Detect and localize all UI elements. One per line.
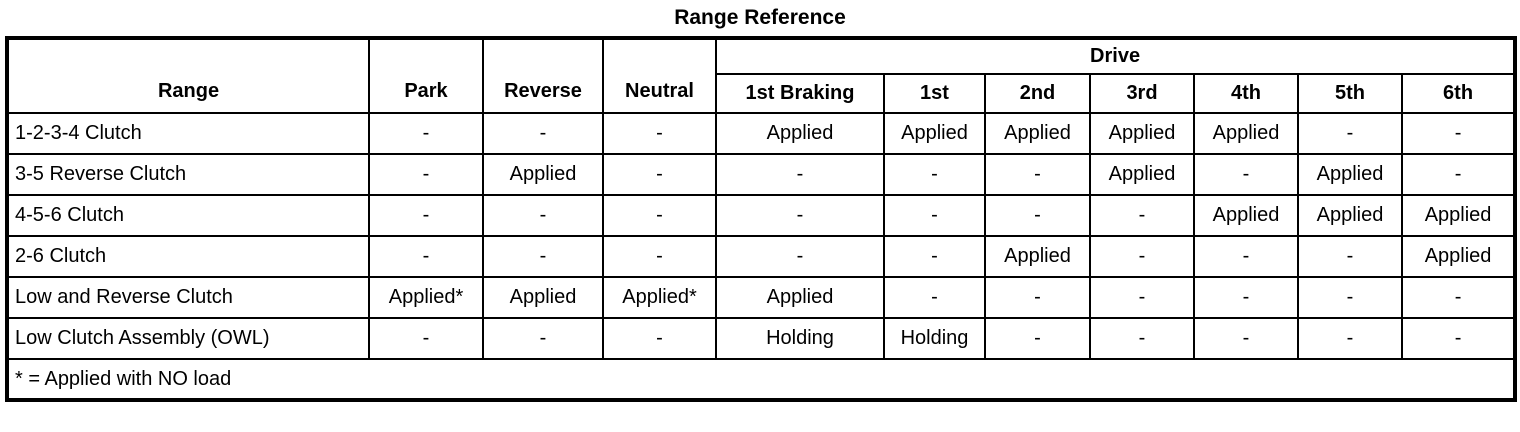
column-header-range: Range (6, 37, 370, 114)
column-header-2nd: 2nd (984, 73, 1091, 114)
cell: Applied (1193, 112, 1299, 155)
cell: - (602, 153, 717, 196)
row-label: 2-6 Clutch (6, 235, 370, 278)
cell: - (1297, 112, 1403, 155)
cell: Applied (984, 112, 1091, 155)
cell: Applied* (602, 276, 717, 319)
row-label: 3-5 Reverse Clutch (6, 153, 370, 196)
cell: - (1089, 317, 1195, 360)
cell: - (368, 194, 484, 237)
column-header-1st-braking: 1st Braking (715, 73, 885, 114)
cell: Applied (1297, 194, 1403, 237)
header-row-group: Range Park Reverse Neutral Drive (6, 37, 1517, 114)
cell: Applied (1400, 194, 1517, 237)
cell: Applied (482, 153, 604, 196)
cell: - (984, 276, 1091, 319)
cell: - (883, 153, 986, 196)
table-row: Low Clutch Assembly (OWL) - - - Holding … (6, 317, 1517, 360)
table-footer: * = Applied with NO load (5, 358, 1517, 401)
cell: - (482, 112, 604, 155)
cell: - (1400, 112, 1517, 155)
column-header-1st: 1st (883, 73, 986, 114)
row-label: Low Clutch Assembly (OWL) (6, 317, 370, 360)
cell: - (1400, 317, 1517, 360)
cell: - (1089, 276, 1195, 319)
cell: - (602, 112, 717, 155)
row-label: 4-5-6 Clutch (6, 194, 370, 237)
cell: Applied (984, 235, 1091, 278)
cell: - (482, 235, 604, 278)
cell: - (602, 235, 717, 278)
range-reference-table: Range Park Reverse Neutral Drive 1st Bra… (5, 36, 1518, 402)
cell: - (1400, 153, 1517, 196)
cell: - (1193, 276, 1299, 319)
cell: Applied (883, 112, 986, 155)
cell: - (368, 235, 484, 278)
cell: - (368, 112, 484, 155)
footnote: * = Applied with NO load (5, 358, 1517, 401)
cell: - (984, 194, 1091, 237)
cell: Applied (715, 112, 885, 155)
table-row: 3-5 Reverse Clutch - Applied - - - - App… (6, 153, 1517, 196)
row-label: 1-2-3-4 Clutch (6, 112, 370, 155)
cell: Holding (883, 317, 986, 360)
cell: - (482, 194, 604, 237)
cell: Applied (1193, 194, 1299, 237)
cell: - (1193, 153, 1299, 196)
cell: Applied (1297, 153, 1403, 196)
column-header-3rd: 3rd (1089, 73, 1195, 114)
cell: - (1089, 235, 1195, 278)
cell: - (1193, 235, 1299, 278)
cell: - (1297, 276, 1403, 319)
row-label: Low and Reverse Clutch (6, 276, 370, 319)
cell: - (1400, 276, 1517, 319)
cell: - (1297, 235, 1403, 278)
table-header: Range Park Reverse Neutral Drive 1st Bra… (6, 37, 1517, 114)
cell: Applied (1089, 112, 1195, 155)
cell: - (715, 153, 885, 196)
cell: Applied (482, 276, 604, 319)
column-group-header-drive: Drive (714, 37, 1517, 75)
table-row: 4-5-6 Clutch - - - - - - - Applied Appli… (6, 194, 1517, 237)
cell: - (883, 235, 986, 278)
cell: - (1089, 194, 1195, 237)
cell: Applied* (368, 276, 484, 319)
cell: - (602, 194, 717, 237)
cell: - (984, 317, 1091, 360)
cell: - (1193, 317, 1299, 360)
cell: - (984, 153, 1091, 196)
column-header-park: Park (368, 37, 484, 114)
table-row: Low and Reverse Clutch Applied* Applied … (6, 276, 1517, 319)
column-header-reverse: Reverse (482, 37, 604, 114)
cell: - (883, 276, 986, 319)
table-body: 1-2-3-4 Clutch - - - Applied Applied App… (6, 112, 1517, 360)
cell: - (368, 317, 484, 360)
page-title: Range Reference (674, 6, 846, 29)
cell: - (715, 235, 885, 278)
cell: Applied (1089, 153, 1195, 196)
column-header-4th: 4th (1193, 73, 1299, 114)
column-header-neutral: Neutral (602, 37, 717, 114)
footnote-row: * = Applied with NO load (5, 358, 1517, 401)
cell: - (883, 194, 986, 237)
cell: - (715, 194, 885, 237)
cell: Holding (715, 317, 885, 360)
header-row-sub: 1st Braking 1st 2nd 3rd 4th 5th 6th (7, 73, 1517, 114)
cell: - (368, 153, 484, 196)
cell: - (602, 317, 717, 360)
column-header-5th: 5th (1297, 73, 1403, 114)
cell: Applied (715, 276, 885, 319)
cell: - (1297, 317, 1403, 360)
column-header-6th: 6th (1400, 73, 1517, 114)
table-row: 1-2-3-4 Clutch - - - Applied Applied App… (6, 112, 1517, 155)
cell: Applied (1400, 235, 1517, 278)
table-row: 2-6 Clutch - - - - - Applied - - - Appli… (6, 235, 1517, 278)
cell: - (482, 317, 604, 360)
